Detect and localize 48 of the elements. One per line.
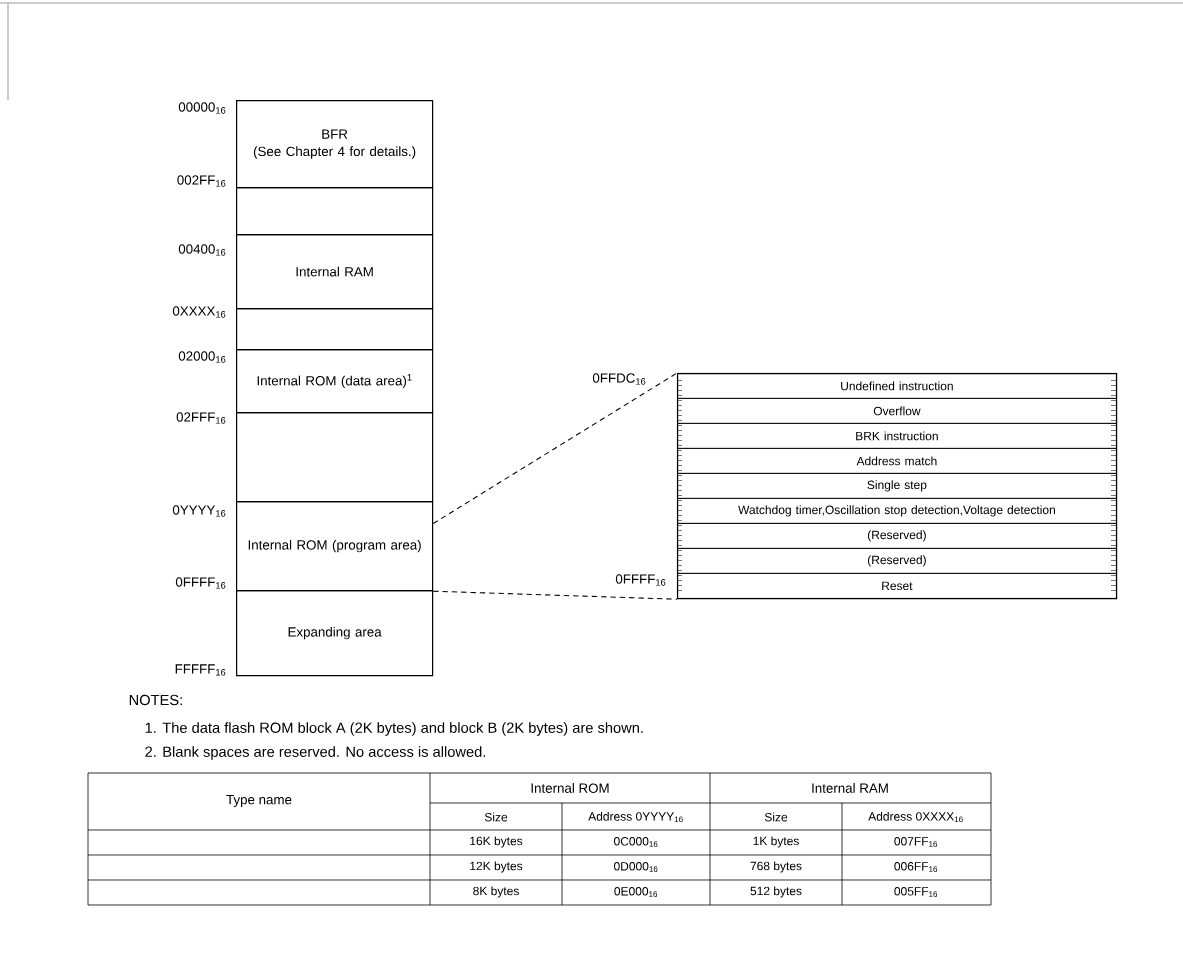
column-header: Address 0XXXX$_{16}$ xyxy=(868,811,963,823)
vector-row: (Reserved) xyxy=(677,523,1117,549)
memory-block: Internal ROM (program area) xyxy=(236,501,434,592)
address-label: 0FFFF$_{16}$ xyxy=(615,574,666,586)
vector-row: Watchdog timer,Oscillation stop detection,Voltage detection xyxy=(677,498,1117,524)
table-entry: 0C000$_{16}$ xyxy=(614,837,658,847)
vector-row: Single step xyxy=(677,473,1117,499)
reserved-block xyxy=(236,187,434,236)
table-entry: 007FF$_{16}$ xyxy=(894,837,938,847)
column-header: Size xyxy=(764,812,788,822)
memory-block: BFR (See Chapter 4 for details.) xyxy=(236,100,434,189)
column-header: Type name xyxy=(226,795,292,807)
address-label: 02FFF$_{16}$ xyxy=(176,412,226,424)
column-header: Internal RAM xyxy=(812,783,888,793)
table-entry: 005FF$_{16}$ xyxy=(894,887,938,897)
note-text: 2. Blank spaces are reserved. No access is allowed. xyxy=(145,746,486,760)
table-entry: 8K bytes xyxy=(473,886,519,898)
reserved-block xyxy=(236,308,434,351)
address-label: 00400$_{16}$ xyxy=(178,244,226,256)
vector-row: Reset xyxy=(677,573,1117,599)
table-entry: 1K bytes xyxy=(753,836,799,848)
reserved-block xyxy=(236,412,434,503)
table-entry: 16K bytes xyxy=(470,836,523,848)
memory-block: Internal RAM xyxy=(236,234,434,310)
table-entry: 12K bytes xyxy=(470,861,523,873)
vector-row: BRK instruction xyxy=(677,423,1117,449)
table-entry: 006FF$_{16}$ xyxy=(894,862,938,872)
address-label: 0YYYY$_{16}$ xyxy=(172,505,226,517)
memory-block: Internal ROM (data area)$^{1}$ xyxy=(236,349,434,414)
column-header: Address 0YYYY$_{16}$ xyxy=(588,811,683,823)
table-entry: 512 bytes xyxy=(750,886,802,898)
table-entry: 0D000$_{16}$ xyxy=(614,862,658,872)
vector-row: Overflow xyxy=(677,398,1117,424)
note-text: 1. The data flash ROM block A (2K bytes) and block B (2K bytes) are shown. xyxy=(145,722,643,736)
address-label: 002FF$_{16}$ xyxy=(177,175,226,187)
memory-block: Expanding area xyxy=(236,590,434,677)
vector-row: Address match xyxy=(677,448,1117,474)
column-header: Size xyxy=(484,812,508,822)
table-entry: 0E000$_{16}$ xyxy=(614,887,658,897)
vector-row: (Reserved) xyxy=(677,548,1117,574)
vector-row: Undefined instruction xyxy=(677,373,1117,399)
address-label: 0FFFF$_{16}$ xyxy=(175,577,226,589)
notes-heading: NOTES: xyxy=(129,694,182,706)
address-label: 02000$_{16}$ xyxy=(178,351,226,363)
column-header: Internal ROM xyxy=(531,783,609,793)
address-label: 0FFDC$_{16}$ xyxy=(592,373,646,385)
address-label: 0XXXX$_{16}$ xyxy=(172,306,226,318)
table-entry: 768 bytes xyxy=(750,861,802,873)
